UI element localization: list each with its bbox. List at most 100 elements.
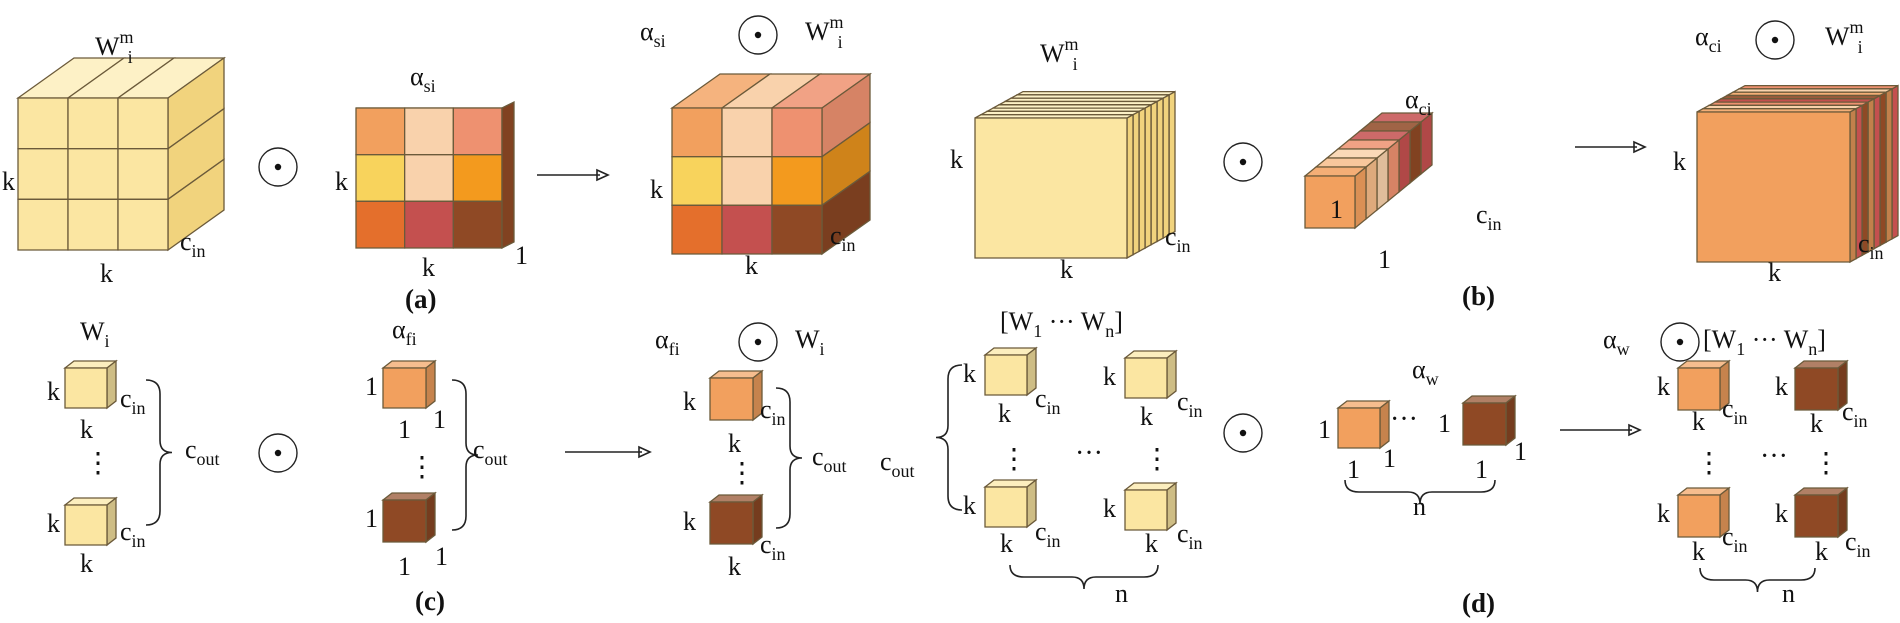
label-one-d3: 1 bbox=[1347, 455, 1360, 484]
label-k-d15: k bbox=[1775, 499, 1788, 528]
cube-front-cell bbox=[771, 107, 823, 158]
cube-front-face bbox=[1124, 357, 1168, 399]
alpha-ci-slice-top bbox=[1314, 157, 1379, 168]
label-one-c5: 1 bbox=[398, 552, 411, 581]
caption-b: (b) bbox=[1462, 281, 1495, 311]
label-k-d4: k bbox=[1140, 402, 1153, 431]
cube-front-cell bbox=[67, 198, 119, 251]
slab-side bbox=[1168, 90, 1176, 236]
cube-front-cell bbox=[17, 97, 69, 150]
alpha-ci-front bbox=[1304, 175, 1356, 229]
alpha-si-side-face bbox=[501, 100, 515, 250]
weight-slabs-Wm bbox=[974, 90, 1176, 260]
label-k-c3: k bbox=[47, 509, 60, 538]
cube-front-cell bbox=[671, 156, 723, 206]
label-one-c6: 1 bbox=[435, 542, 448, 571]
cube-front-cell bbox=[721, 156, 773, 206]
label-one-b-width: 1 bbox=[1378, 245, 1391, 274]
label-c-in-c1: cin bbox=[120, 384, 146, 418]
hadamard-dot-icon bbox=[274, 163, 282, 171]
alpha-ci-slice-top bbox=[1358, 121, 1423, 132]
label-one-d1: 1 bbox=[1318, 415, 1331, 444]
label-c-in-d1: cin bbox=[1035, 384, 1061, 418]
brace-n-3 bbox=[1699, 567, 1816, 593]
label-k-alpha-width: k bbox=[422, 253, 435, 282]
scaled-cube-a bbox=[669, 72, 873, 256]
label-k-d10: k bbox=[1692, 407, 1705, 436]
cube-front-face bbox=[709, 501, 754, 545]
label-alpha-ci: αci bbox=[1405, 85, 1432, 119]
alpha-ci-slice bbox=[1398, 129, 1411, 194]
cube-front-cell bbox=[721, 204, 773, 255]
label-k-c5: k bbox=[683, 387, 696, 416]
cube-front-face bbox=[1677, 367, 1721, 411]
label-k-c7: k bbox=[683, 507, 696, 536]
caption-d: (d) bbox=[1462, 588, 1495, 618]
cube-front-cell bbox=[355, 107, 406, 156]
slab-side bbox=[1891, 84, 1899, 240]
scaled-layer-1-bottom bbox=[1676, 486, 1731, 539]
label-c-in-d8: cin bbox=[1845, 527, 1871, 561]
brace-c-out-2 bbox=[451, 379, 479, 531]
vdots-d3: ⋮ bbox=[1695, 448, 1723, 479]
label-c-in-d4: cin bbox=[1177, 519, 1203, 553]
label-alpha-si-result: αsi bbox=[640, 17, 666, 51]
cube-front-cell bbox=[671, 204, 723, 255]
arrow-head-icon bbox=[638, 445, 652, 459]
cube-side-face bbox=[1166, 349, 1177, 400]
label-c-in-c4: cin bbox=[760, 530, 786, 564]
label-k-c6: k bbox=[728, 429, 741, 458]
cube-side-face bbox=[1379, 399, 1390, 450]
caption-c: (c) bbox=[415, 586, 445, 616]
label-alpha-si: αsi bbox=[410, 62, 436, 96]
alpha-ci-slice bbox=[1365, 156, 1378, 221]
cube-front-face bbox=[382, 367, 427, 409]
cube-front-cell bbox=[355, 200, 406, 249]
cube-front-cell bbox=[452, 200, 503, 249]
hdots-d2: ··· bbox=[1390, 404, 1418, 435]
label-k-d2: k bbox=[998, 399, 1011, 428]
hdots-d1: ··· bbox=[1075, 438, 1103, 469]
cube-front-cell bbox=[771, 204, 823, 255]
caption-a: (a) bbox=[405, 284, 436, 314]
label-c-in-d7: cin bbox=[1722, 522, 1748, 556]
cube-front-cell bbox=[17, 198, 69, 251]
label-n-3: n bbox=[1782, 579, 1795, 608]
label-k-d12: k bbox=[1810, 409, 1823, 438]
slab-side bbox=[1132, 110, 1140, 256]
label-c-in-d3: cin bbox=[1035, 517, 1061, 551]
scaled-layer-1-top bbox=[1676, 359, 1731, 412]
label-k-d8: k bbox=[1145, 529, 1158, 558]
brace-c-out-1 bbox=[145, 379, 173, 526]
cube-front-cell bbox=[117, 148, 169, 200]
label-W-list-result: [W1 ··· Wn] bbox=[1703, 325, 1826, 359]
arrow-head-icon bbox=[596, 168, 610, 182]
label-k-result-width: k bbox=[745, 251, 758, 280]
slab-side bbox=[1879, 91, 1887, 247]
label-c-out-3: cout bbox=[812, 442, 847, 476]
scaled-filter-bottom bbox=[708, 493, 764, 546]
cube-front-face bbox=[984, 486, 1028, 528]
label-c-out-1: cout bbox=[185, 435, 220, 469]
alpha-ci-slice-top bbox=[1336, 139, 1401, 150]
cube-front-cell bbox=[67, 148, 119, 200]
brace-c-out-3 bbox=[775, 387, 803, 529]
label-k-c2: k bbox=[80, 415, 93, 444]
label-one-depth: 1 bbox=[515, 241, 528, 270]
label-k-b-result-width: k bbox=[1768, 258, 1781, 287]
label-k-d5: k bbox=[963, 491, 976, 520]
label-k-c1: k bbox=[47, 377, 60, 406]
label-n-1: n bbox=[1115, 579, 1128, 608]
alpha-si-map bbox=[355, 107, 503, 249]
arrow-head-icon bbox=[1633, 140, 1647, 154]
vdots-d4: ⋮ bbox=[1812, 448, 1840, 479]
scaled-filter-top bbox=[708, 369, 764, 422]
label-c-in-c3: cin bbox=[760, 395, 786, 429]
label-alpha-fi: αfi bbox=[392, 315, 417, 349]
vdots-c1: ⋮ bbox=[84, 448, 112, 479]
vdots-c2: ⋮ bbox=[408, 452, 436, 483]
label-one-d4: 1 bbox=[1383, 444, 1396, 473]
